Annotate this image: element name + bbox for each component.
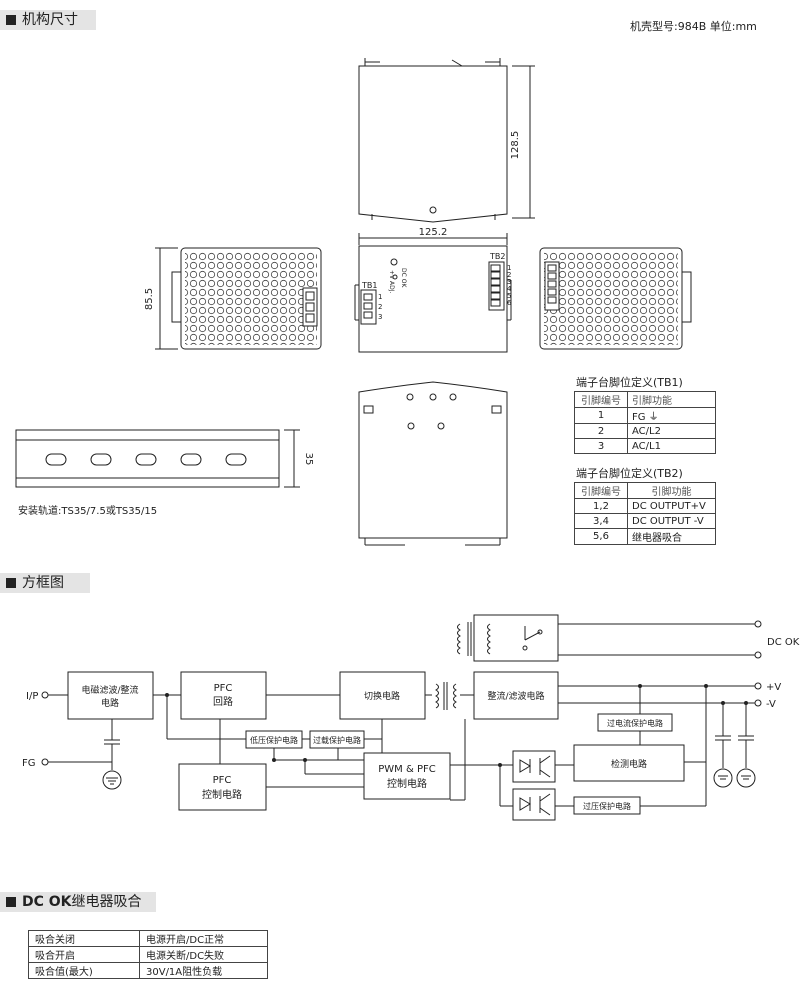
dim-rail-height: 35 xyxy=(303,453,314,466)
tb2-header: 引脚功能 xyxy=(627,482,716,499)
section-dcok: DC OK继电器吸合 xyxy=(0,892,156,912)
din-rail xyxy=(15,429,280,488)
tb1-label: TB1 xyxy=(361,281,377,290)
tb2-label: TB2 xyxy=(489,252,505,261)
section-dcok-prefix: DC OK xyxy=(22,894,72,910)
pfc-ctrl-box xyxy=(178,763,267,811)
mechanical-drawing: 128.5 125.2 85.5 35 TB1 TB2 DC OK +V ADJ… xyxy=(15,58,692,546)
detect-label: 检测电路 xyxy=(611,758,647,770)
detect-box xyxy=(573,744,685,782)
switch-label: 切换电路 xyxy=(364,690,400,702)
dcok-output-label: DC OK xyxy=(767,637,800,648)
section-block-label: 方框图 xyxy=(22,575,64,591)
relay-cell: 30V/1A阻性负载 xyxy=(139,962,268,979)
tb2-pin: 5 xyxy=(507,292,511,300)
relay-cell: 吸合值(最大) xyxy=(28,962,140,979)
pfc-box xyxy=(180,671,267,720)
dim-height: 128.5 xyxy=(510,131,521,160)
fg-label: FG xyxy=(22,758,36,769)
pfc-ctrl-label: PFC xyxy=(213,775,232,786)
relay-table: 吸合关闭电源开启/DC正常 吸合开启电源关断/DC失败 吸合值(最大)30V/1… xyxy=(28,930,268,979)
square-icon xyxy=(6,15,16,25)
olp-label: 过载保护电路 xyxy=(313,735,361,745)
dcok-vertical-label: DC OK xyxy=(400,268,407,288)
tb2-pin: 1 xyxy=(507,264,511,272)
section-mechanical: 机构尺寸 xyxy=(0,10,96,30)
ip-label: I/P xyxy=(26,691,38,702)
front-view-body xyxy=(358,245,508,353)
dim-width: 125.2 xyxy=(419,227,448,238)
dim-depth: 85.5 xyxy=(144,288,155,310)
tb2-cell: 继电器吸合 xyxy=(627,528,716,545)
vneg-label: -V xyxy=(766,699,776,710)
emi-label: 电路 xyxy=(101,697,119,709)
relay-box xyxy=(473,614,559,662)
tb2-table-title: 端子台脚位定义(TB2) xyxy=(576,467,683,480)
ocp-box xyxy=(597,713,673,732)
pwm-label: 控制电路 xyxy=(387,777,427,790)
square-icon xyxy=(6,578,16,588)
optocoupler-icons xyxy=(519,755,551,816)
emi-label: 电磁滤波/整流 xyxy=(81,684,138,696)
pwm-box xyxy=(363,752,451,800)
relay-cell: 吸合开启 xyxy=(28,946,140,963)
adj-vertical-label: +V ADJ. xyxy=(388,270,395,294)
optocoupler-1 xyxy=(512,750,556,783)
rect-label: 整流/滤波电路 xyxy=(487,690,544,702)
relay-cell: 吸合关闭 xyxy=(28,930,140,947)
pfc-label: 回路 xyxy=(213,695,233,708)
tb1-pin: 3 xyxy=(378,313,382,321)
pfc-ctrl-label: 控制电路 xyxy=(202,788,242,801)
tb1-table-title: 端子台脚位定义(TB1) xyxy=(576,376,683,389)
square-icon xyxy=(6,897,16,907)
relay-cell: 电源开启/DC正常 xyxy=(139,930,268,947)
section-block-diagram: 方框图 xyxy=(0,573,90,593)
block-diagram: I/P FG 电磁滤波/整流 电路 PFC 回路 切换电路 整流/滤波电路 低压… xyxy=(22,614,800,821)
table-row: 吸合关闭电源开启/DC正常 xyxy=(28,930,268,947)
top-view-body xyxy=(358,65,508,223)
rail-note: 安装轨道:TS35/7.5或TS35/15 xyxy=(18,506,158,517)
pfc-label: PFC xyxy=(214,683,233,694)
tb1-pin: 1 xyxy=(378,293,382,301)
section-mechanical-label: 机构尺寸 xyxy=(22,12,78,28)
tb2-pin: 2 xyxy=(507,271,511,279)
relay-cell: 电源关断/DC失败 xyxy=(139,946,268,963)
tb1-cell: AC/L1 xyxy=(627,438,716,454)
table-row: 吸合开启电源关断/DC失败 xyxy=(28,946,268,963)
tb2-pin: 6 xyxy=(507,299,512,307)
section-dcok-suffix: 继电器吸合 xyxy=(71,894,142,910)
uvp-label: 低压保护电路 xyxy=(250,735,298,745)
tb2-pin: 4 xyxy=(507,285,512,293)
ocp-label: 过电流保护电路 xyxy=(607,718,663,728)
pwm-label: PWM & PFC xyxy=(378,764,435,775)
tb1-pin: 2 xyxy=(378,303,382,311)
tb1-cell: 3 xyxy=(574,438,628,454)
tb2-pin: 3 xyxy=(507,278,511,286)
table-row: 吸合值(最大)30V/1A阻性负载 xyxy=(28,962,268,979)
bottom-view-body xyxy=(358,381,508,539)
case-info: 机壳型号:984B 单位:mm xyxy=(630,20,757,33)
vpos-label: +V xyxy=(766,682,781,693)
ovp-label: 过压保护电路 xyxy=(583,801,631,811)
optocoupler-2 xyxy=(512,788,556,821)
